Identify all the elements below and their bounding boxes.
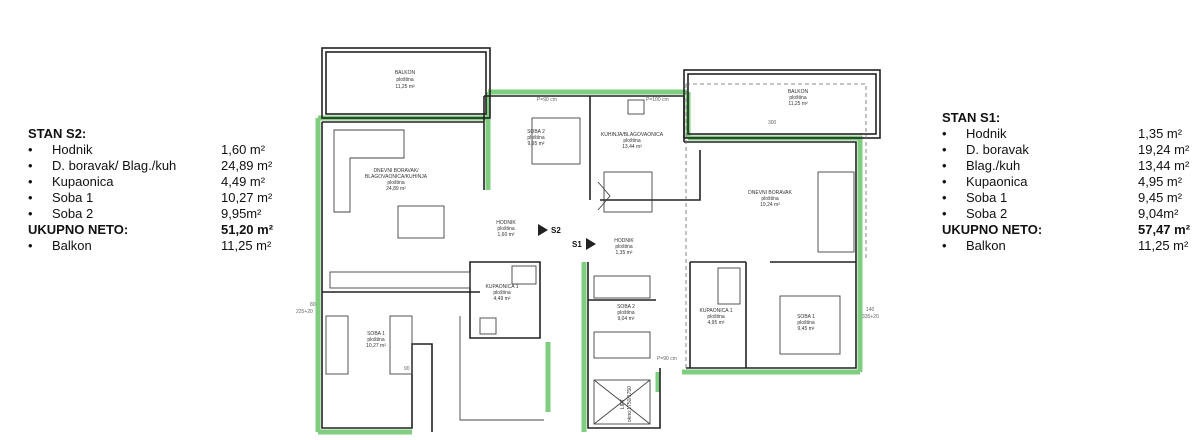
svg-text:335+20: 335+20: [862, 314, 879, 320]
svg-text:1,60 m²: 1,60 m²: [498, 232, 515, 238]
soba2-right-label: SOBA 2: [617, 304, 635, 310]
legend-title: STAN S1:: [942, 110, 1001, 125]
soba2-left-label: SOBA 2: [527, 129, 545, 135]
balcony-dashed: [685, 83, 867, 368]
balkon-right-label: BALKON: [788, 89, 809, 95]
svg-text:9,45 m²: 9,45 m²: [798, 326, 815, 332]
svg-text:13,44 m²: 13,44 m²: [622, 144, 642, 150]
svg-text:ploština: ploština: [396, 77, 413, 83]
svg-text:ploština: ploština: [617, 310, 634, 316]
legend-total-row: UKUPNO NETO:51,20 m²: [28, 222, 274, 237]
s1-marker-arrow: [586, 238, 596, 250]
svg-text:1,35 m²: 1,35 m²: [616, 250, 633, 256]
balkon-left-label: BALKON: [395, 70, 416, 76]
lift-label: LIFT: [620, 399, 626, 409]
svg-text:140: 140: [866, 307, 875, 313]
svg-text:P=90 cm: P=90 cm: [537, 97, 557, 103]
svg-text:ploština: ploština: [615, 244, 632, 250]
svg-text:okno:1750/1750: okno:1750/1750: [627, 386, 633, 422]
furniture: [325, 99, 855, 425]
svg-text:ploština: ploština: [367, 337, 384, 343]
svg-text:10,27 m²: 10,27 m²: [366, 343, 386, 349]
apartment-markers: S2 S1: [551, 226, 582, 249]
svg-text:ploština: ploština: [789, 95, 806, 101]
svg-text:ploština: ploština: [761, 196, 778, 202]
svg-text:11,25 m²: 11,25 m²: [788, 101, 808, 107]
s2-marker: S2: [551, 226, 561, 235]
hodnik-left-label: HODNIK: [496, 220, 516, 226]
soba1-left-label: SOBA 1: [367, 331, 385, 337]
kupaonica-left-label: KUPAONICA 1: [486, 284, 519, 290]
dimension-labels: P=90 cm P=100 cm P=90 cm 140 335+20 80 2…: [296, 97, 879, 372]
kuhinja-label: KUHINJA/BLAGOVAONICA: [601, 132, 664, 138]
svg-text:4,95 m²: 4,95 m²: [708, 320, 725, 326]
svg-text:ploština: ploština: [707, 314, 724, 320]
legend-title: STAN S2:: [28, 126, 87, 141]
dnevni-right-label: DNEVNI BORAVAK: [748, 190, 792, 196]
dnevni-left-label: DNEVNI BORAVAK/: [373, 168, 419, 174]
s1-marker: S1: [572, 240, 582, 249]
hodnik-right-label: HODNIK: [614, 238, 634, 244]
svg-text:300: 300: [768, 120, 777, 126]
svg-text:ploština: ploština: [623, 138, 640, 144]
s2-marker-arrow: [538, 224, 548, 236]
svg-text:ploština: ploština: [387, 180, 404, 186]
svg-text:80: 80: [310, 302, 316, 308]
legend-total-row: UKUPNO NETO:57,47 m²: [942, 222, 1191, 237]
room-labels: BALKON ploština 11,25 m² BALKON ploština…: [365, 70, 815, 422]
svg-text:19,24 m²: 19,24 m²: [760, 202, 780, 208]
svg-text:ploština: ploština: [497, 226, 514, 232]
svg-text:225+20: 225+20: [296, 309, 313, 315]
svg-text:ploština: ploština: [493, 290, 510, 296]
markers: [538, 224, 596, 250]
svg-text:24,89 m²: 24,89 m²: [386, 186, 406, 192]
svg-text:9,04 m²: 9,04 m²: [618, 316, 635, 322]
soba1-right-label: SOBA 1: [797, 314, 815, 320]
svg-text:90: 90: [404, 366, 410, 372]
svg-text:11,25 m²: 11,25 m²: [395, 84, 415, 90]
svg-text:BLAGOVAONICA/KUHINJA: BLAGOVAONICA/KUHINJA: [365, 174, 428, 180]
walls: [321, 47, 881, 432]
svg-text:9,95 m²: 9,95 m²: [528, 141, 545, 147]
svg-text:P=90 cm: P=90 cm: [657, 356, 677, 362]
svg-text:ploština: ploština: [527, 135, 544, 141]
svg-text:P=100 cm: P=100 cm: [646, 97, 669, 103]
svg-text:ploština: ploština: [797, 320, 814, 326]
svg-text:4,49 m²: 4,49 m²: [494, 296, 511, 302]
kupaonica-right-label: KUPAONICA 1: [700, 308, 733, 314]
